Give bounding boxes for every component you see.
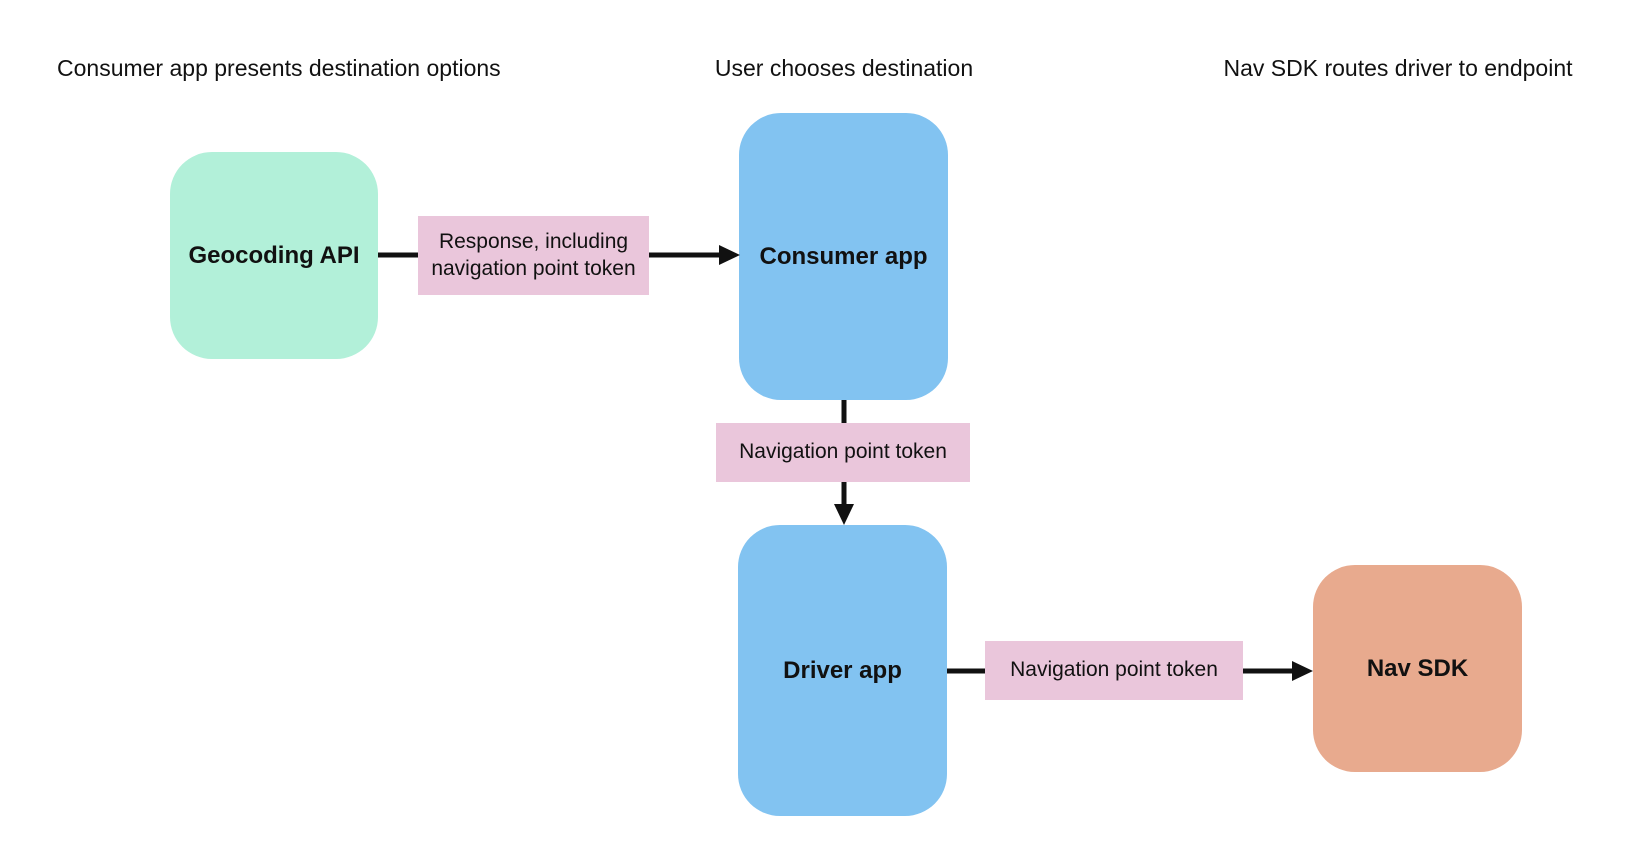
stage-heading-nav-sdk-routes: Nav SDK routes driver to endpoint xyxy=(1223,55,1573,81)
node-nav-sdk-label: Nav SDK xyxy=(1366,654,1469,682)
node-geocoding-api: Geocoding API xyxy=(170,152,378,359)
stage-heading-user-chooses: User chooses destination xyxy=(714,55,974,81)
node-consumer-app: Consumer app xyxy=(739,113,948,400)
edge-label-response-including-token: Response, including navigation point tok… xyxy=(418,216,649,295)
node-nav-sdk: Nav SDK xyxy=(1313,565,1522,772)
node-geocoding-api-label: Geocoding API xyxy=(188,241,360,269)
arrowhead-down-icon xyxy=(834,504,854,525)
edge-label-navigation-point-token-horizontal: Navigation point token xyxy=(985,641,1243,700)
node-driver-app: Driver app xyxy=(738,525,947,816)
stage-heading-presents-options: Consumer app presents destination option… xyxy=(57,55,501,81)
node-consumer-app-label: Consumer app xyxy=(759,242,928,270)
arrowhead-right-icon xyxy=(719,245,740,265)
node-driver-app-label: Driver app xyxy=(783,656,902,684)
arrowhead-right-icon xyxy=(1292,661,1313,681)
edge-label-navigation-point-token-vertical: Navigation point token xyxy=(716,423,970,482)
